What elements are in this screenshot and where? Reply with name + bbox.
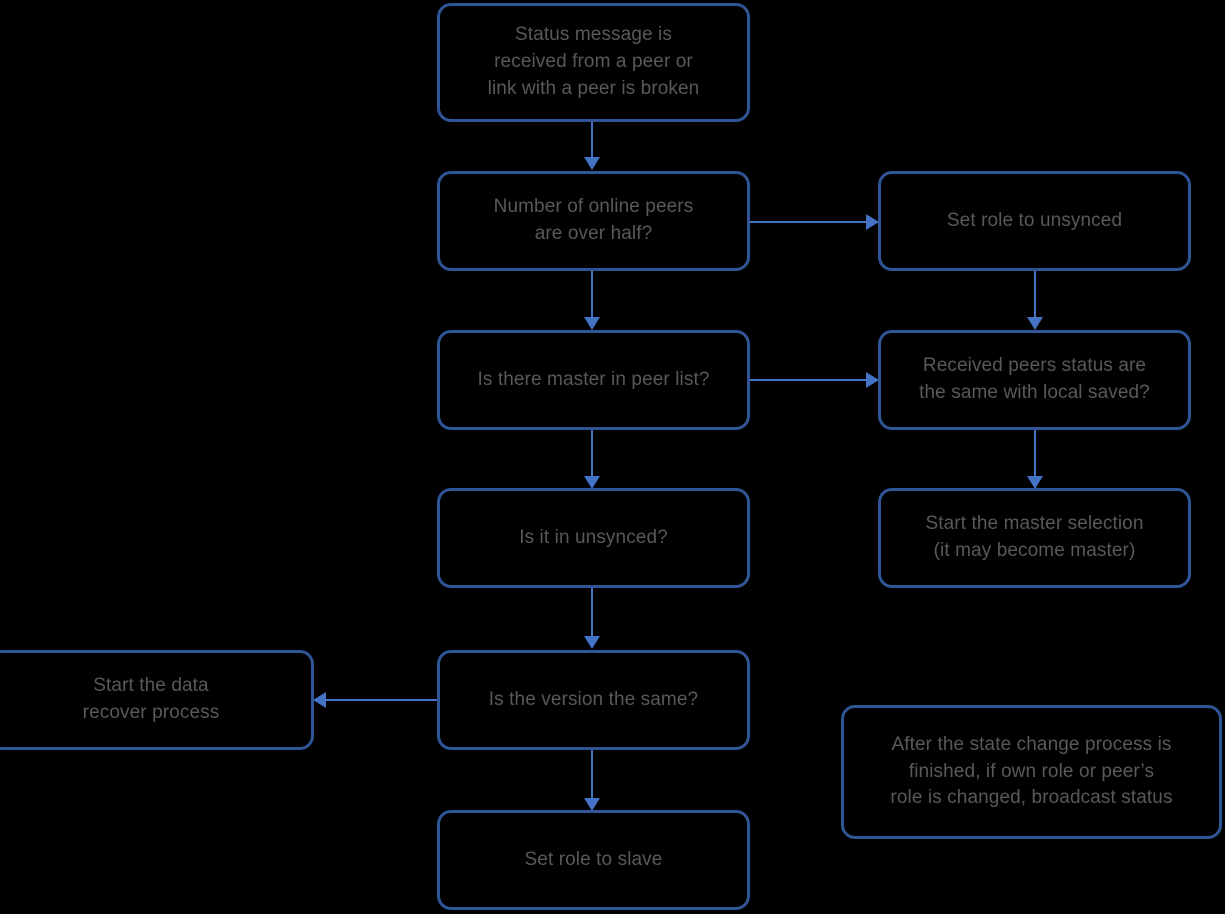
arrowhead-down-online-peers [584, 157, 600, 170]
arrowhead-right-set-role-unsynced [866, 214, 879, 230]
node-label: Is the version the same? [488, 688, 699, 710]
arrowhead-down-set-role-to-slave [584, 798, 600, 811]
node-label: Number of online peers are over half? [493, 196, 694, 244]
connector-online-peers-to-set-role-unsynced [750, 221, 868, 223]
node-broadcast-status-note[interactable]: After the state change process is finish… [841, 705, 1222, 839]
node-label: Start the data recover process [82, 675, 220, 723]
node-label: Status message is received from a peer o… [487, 24, 700, 99]
connector-is-it-in-unsynced-to-is-version-the-same [591, 588, 593, 638]
node-label: Start the master selection (it may becom… [925, 513, 1144, 561]
node-label: Is there master in peer list? [477, 368, 710, 390]
node-status-message-received[interactable]: Status message is received from a peer o… [437, 3, 750, 122]
connector-is-version-the-same-to-set-role-to-slave [591, 750, 593, 800]
connector-online-peers-to-master-in-peer-list [591, 271, 593, 319]
node-set-role-to-unsynced[interactable]: Set role to unsynced [878, 171, 1191, 271]
arrowhead-down-peers-status-same [1027, 317, 1043, 330]
arrowhead-left-start-data-recover [313, 692, 326, 708]
arrowhead-right-peers-status-same [866, 372, 879, 388]
node-online-peers-over-half[interactable]: Number of online peers are over half? [437, 171, 750, 271]
node-is-version-the-same[interactable]: Is the version the same? [437, 650, 750, 750]
connector-is-version-the-same-to-start-data-recover [326, 699, 437, 701]
connector-master-in-peer-list-to-is-it-in-unsynced [591, 430, 593, 478]
connector-peers-status-same-to-start-master-selection [1034, 430, 1036, 478]
arrowhead-down-start-master-selection [1027, 476, 1043, 489]
node-label: Set role to slave [524, 848, 663, 870]
node-peers-status-same-as-local[interactable]: Received peers status are the same with … [878, 330, 1191, 430]
node-label: Received peers status are the same with … [919, 355, 1150, 403]
connector-status-message-to-online-peers [591, 121, 593, 159]
node-is-it-in-unsynced[interactable]: Is it in unsynced? [437, 488, 750, 588]
node-set-role-to-slave[interactable]: Set role to slave [437, 810, 750, 910]
arrowhead-down-is-version-the-same [584, 636, 600, 649]
arrowhead-down-is-it-in-unsynced [584, 476, 600, 489]
node-label: After the state change process is finish… [890, 733, 1173, 809]
node-label: Set role to unsynced [946, 209, 1123, 231]
arrowhead-down-master-in-peer-list [584, 317, 600, 330]
node-master-in-peer-list[interactable]: Is there master in peer list? [437, 330, 750, 430]
connector-master-in-peer-list-to-peers-status-same [750, 379, 868, 381]
node-label: Is it in unsynced? [519, 526, 668, 548]
node-start-data-recover-process[interactable]: Start the data recover process [0, 650, 314, 750]
node-start-master-selection[interactable]: Start the master selection (it may becom… [878, 488, 1191, 588]
connector-set-role-unsynced-to-peers-status-same [1034, 271, 1036, 319]
